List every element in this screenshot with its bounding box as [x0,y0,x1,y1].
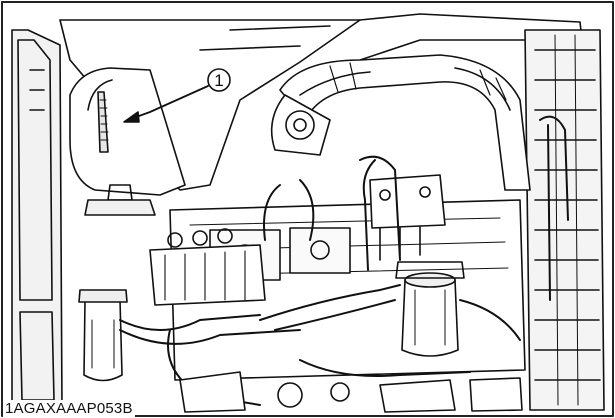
callout-marker: 1 [207,68,231,92]
injection-pump [149,228,266,306]
callout-leader [123,85,209,123]
radiator-grille [524,29,605,411]
callout-number: 1 [214,71,223,90]
turbocharger [270,94,331,156]
intake-hose [279,54,531,191]
left-side-panel [11,29,63,411]
hoses-and-pipes [119,115,569,406]
fuel-filter [395,261,465,357]
lower-engine-details [179,371,523,413]
air-cleaner [69,67,186,216]
figure-code-label: 1AGAXAAAP053B [3,400,135,417]
water-separator [78,289,128,382]
